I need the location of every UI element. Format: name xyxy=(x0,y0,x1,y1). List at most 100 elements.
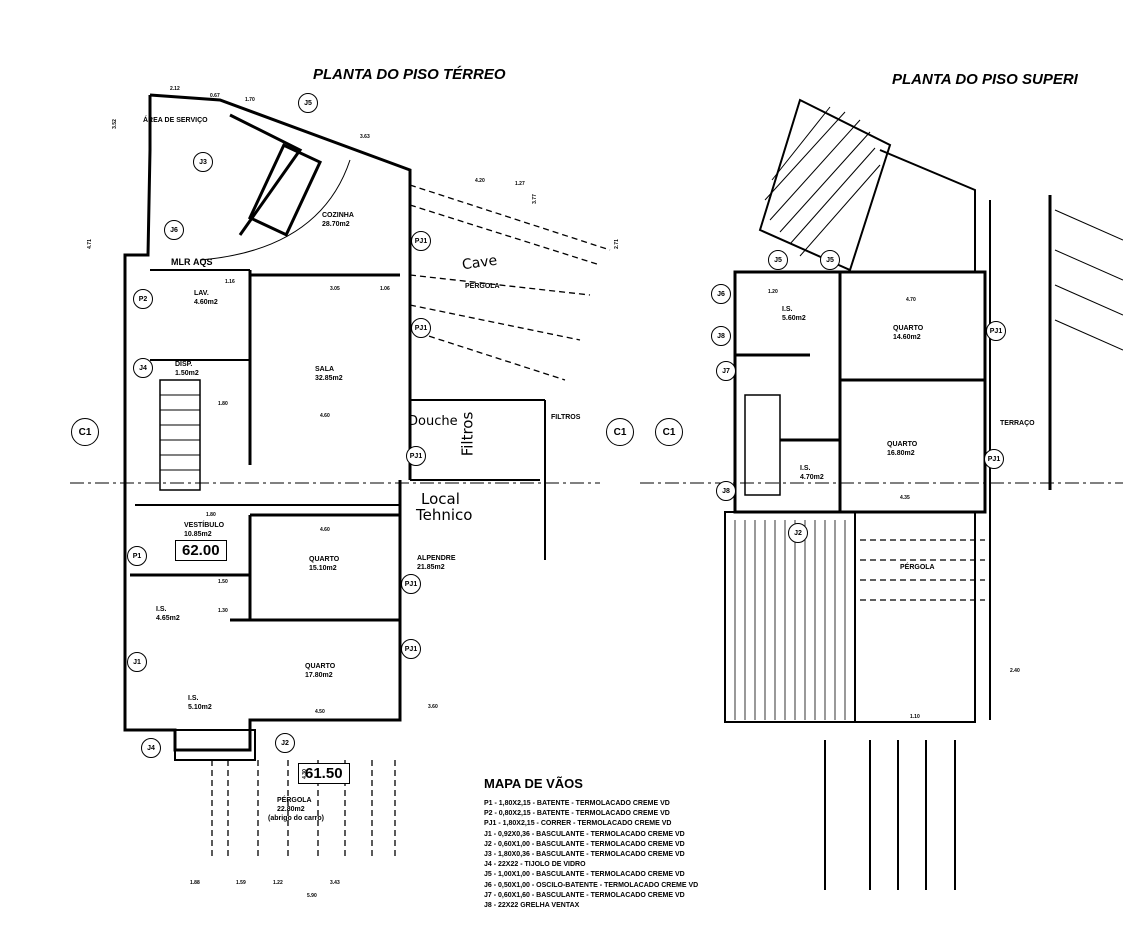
upper-pergola-dashes xyxy=(860,539,985,601)
legend-item: J2 - 0,60X1,00 - BASCULANTE - TERMOLACAD… xyxy=(484,840,685,848)
opening-tag: J4 xyxy=(141,738,161,758)
room-living-area: 32.85m2 xyxy=(315,375,343,382)
dimension: 3.77 xyxy=(531,194,538,204)
upper-room-pergola: PÉRGOLA xyxy=(900,564,935,571)
upper-room-bath-2-area: 4.70m2 xyxy=(800,474,824,481)
dimension: 2.71 xyxy=(613,239,620,249)
opening-tag: P1 xyxy=(127,546,147,566)
ground-floor-walls xyxy=(123,93,546,761)
level-marker-62: 62.00 xyxy=(175,540,227,561)
handwritten-filtros: Filtros xyxy=(458,411,477,457)
dimension: 3.05 xyxy=(330,286,340,292)
dimension: 3.63 xyxy=(360,134,370,140)
dimension: 4.35 xyxy=(900,495,910,501)
room-bath-2: I.S. xyxy=(188,695,199,702)
legend-item: P1 - 1,80X2,15 - BATENTE - TERMOLACADO C… xyxy=(484,800,670,807)
dimension: 1.30 xyxy=(218,608,228,614)
dimension: 1.06 xyxy=(380,286,390,292)
dimension: 4.20 xyxy=(475,178,485,184)
opening-tag: PJ1 xyxy=(401,639,421,659)
upper-deck-boards xyxy=(734,520,956,890)
openings-legend: MAPA DE VÃOS P1 - 1,80X2,15 - BATENTE - … xyxy=(484,776,698,911)
dimension: 1.22 xyxy=(273,880,283,886)
room-kitchen-area: 28.70m2 xyxy=(322,221,350,228)
opening-tag: PJ1 xyxy=(984,449,1004,469)
upper-room-bath-2: I.S. xyxy=(800,465,811,472)
room-service-area: ÁREA DE SERVIÇO xyxy=(143,117,208,124)
dimension: 4.50 xyxy=(315,709,325,715)
legend-item: J4 - 22X22 - TIJOLO DE VIDRO xyxy=(484,861,586,869)
room-filters: FILTROS xyxy=(551,414,581,421)
room-porch-area: 21.85m2 xyxy=(417,564,445,571)
level-marker-61-50: 61.50 xyxy=(298,763,350,784)
dimension: 1.27 xyxy=(515,181,525,187)
opening-tag: J6 xyxy=(711,284,731,304)
opening-tag: PJ1 xyxy=(401,574,421,594)
label-mlr: MLR xyxy=(171,257,191,267)
opening-tag: J6 xyxy=(164,220,184,240)
dimension: 1.80 xyxy=(218,401,228,407)
room-bedroom-1-area: 15.10m2 xyxy=(309,565,337,572)
opening-tag: J5 xyxy=(298,93,318,113)
room-bedroom-1: QUARTO xyxy=(309,556,340,563)
room-bedroom-2: QUARTO xyxy=(305,663,336,670)
section-marker-c1: C1 xyxy=(606,418,634,446)
dimension: 4.60 xyxy=(320,413,330,419)
dimension: 1.10 xyxy=(910,714,920,720)
legend-item: P2 - 0,80X2,15 - BATENTE - TERMOLACADO C… xyxy=(484,810,670,818)
upper-roof-hatching xyxy=(764,106,1123,351)
opening-tag: J5 xyxy=(768,250,788,270)
room-kitchen: COZINHA xyxy=(322,212,354,219)
dimension: 1.70 xyxy=(245,97,255,103)
opening-tag: J4 xyxy=(133,358,153,378)
upper-room-terrace: TERRAÇO xyxy=(1000,420,1035,427)
room-living: SALA xyxy=(315,366,335,373)
dimension: 1.88 xyxy=(190,880,200,886)
legend-item: J3 - 1,80X0,36 - BASCULANTE - TERMOLACAD… xyxy=(484,851,685,859)
upper-room-bath-1: I.S. xyxy=(782,306,793,313)
legend-item: J1 - 0,92X0,36 - BASCULANTE - TERMOLACAD… xyxy=(484,830,685,838)
section-marker-c1: C1 xyxy=(71,418,99,446)
section-marker-c1: C1 xyxy=(655,418,683,446)
room-pantry-area: 1.50m2 xyxy=(175,370,199,377)
room-carport-note: (abrigo do carro) xyxy=(268,815,325,822)
dimension: 4.70 xyxy=(906,297,916,303)
handwritten-douche: Douche xyxy=(408,414,458,429)
opening-tag: J1 xyxy=(127,652,147,672)
legend-item: PJ1 - 1,80X2,15 - CORRER - TERMOLACADO C… xyxy=(484,820,672,828)
room-bath-1: I.S. xyxy=(156,606,167,613)
room-laundry: LAV. xyxy=(194,290,209,297)
opening-tag: J7 xyxy=(716,361,736,381)
legend-item: J6 - 0,50X1,00 - OSCILO-BATENTE - TERMOL… xyxy=(484,881,699,889)
dimension: 1.59 xyxy=(236,880,246,886)
room-bath-1-area: 4.65m2 xyxy=(156,615,180,622)
room-porch: ALPENDRE xyxy=(417,555,456,562)
dimension: 2.40 xyxy=(1010,668,1020,674)
upper-floor-title: PLANTA DO PISO SUPERI xyxy=(892,71,1078,88)
opening-tag: PJ1 xyxy=(411,318,431,338)
room-bath-2-area: 5.10m2 xyxy=(188,704,212,711)
dimension: 5.90 xyxy=(307,893,317,899)
opening-tag: PJ1 xyxy=(411,231,431,251)
opening-tag: J8 xyxy=(716,481,736,501)
opening-tag: J2 xyxy=(788,523,808,543)
legend-title: MAPA DE VÃOS xyxy=(484,776,583,791)
pergola-beams-ground xyxy=(211,184,611,860)
upper-floor-walls xyxy=(724,98,1052,723)
opening-tag: J3 xyxy=(193,152,213,172)
legend-item: J8 - 22X22 GRELHA VENTAX xyxy=(484,902,580,910)
opening-tag: PJ1 xyxy=(406,446,426,466)
dimension: 2.12 xyxy=(170,86,180,92)
handwritten-local: Local xyxy=(421,490,460,508)
ground-floor-title: PLANTA DO PISO TÉRREO xyxy=(313,66,506,83)
room-carport: PÉRGOLA xyxy=(277,797,312,804)
room-pergola-top: PÉRGOLA xyxy=(465,283,500,290)
room-carport-area: 22.80m2 xyxy=(277,806,305,813)
upper-room-bedroom-2-area: 16.80m2 xyxy=(887,450,915,457)
dimension: 0.67 xyxy=(210,93,220,99)
opening-tag: J5 xyxy=(820,250,840,270)
room-vestibule-area: 10.85m2 xyxy=(184,531,212,538)
dimension: 3.52 xyxy=(111,119,118,129)
upper-room-bedroom-1-area: 14.60m2 xyxy=(893,334,921,341)
